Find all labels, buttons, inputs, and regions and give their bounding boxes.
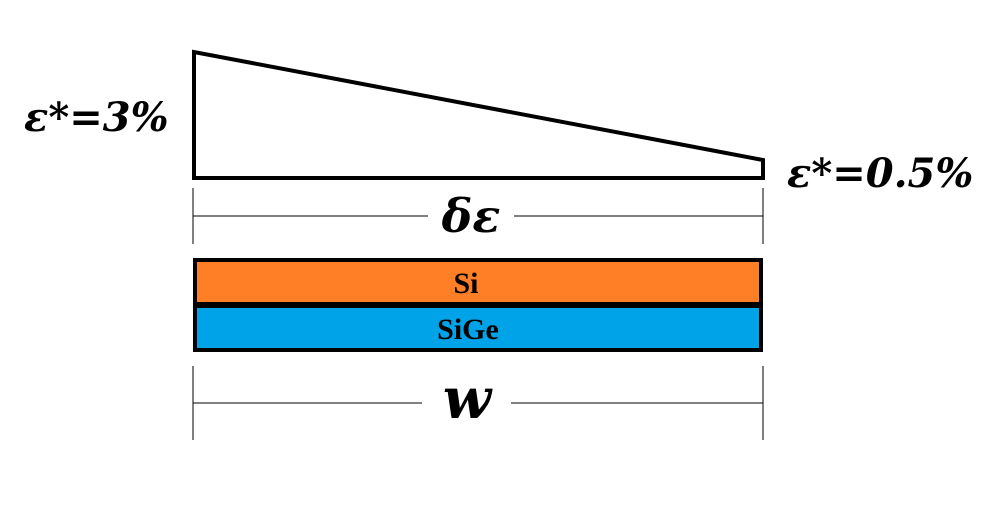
sige-layer-label: SiGe [437, 313, 499, 346]
strain-right-label: ε*=0.5% [787, 150, 973, 197]
gradient-symbol: δε [441, 189, 501, 243]
gradient-dimension: δε [192, 188, 764, 244]
si-layer [193, 258, 763, 306]
width-dimension: w [192, 366, 764, 440]
strain-left-label: ε*=3% [24, 94, 169, 141]
sige-layer [193, 304, 763, 352]
strain-profile-wedge [192, 49, 765, 180]
si-layer-label: Si [453, 267, 478, 300]
width-symbol: w [443, 366, 493, 432]
